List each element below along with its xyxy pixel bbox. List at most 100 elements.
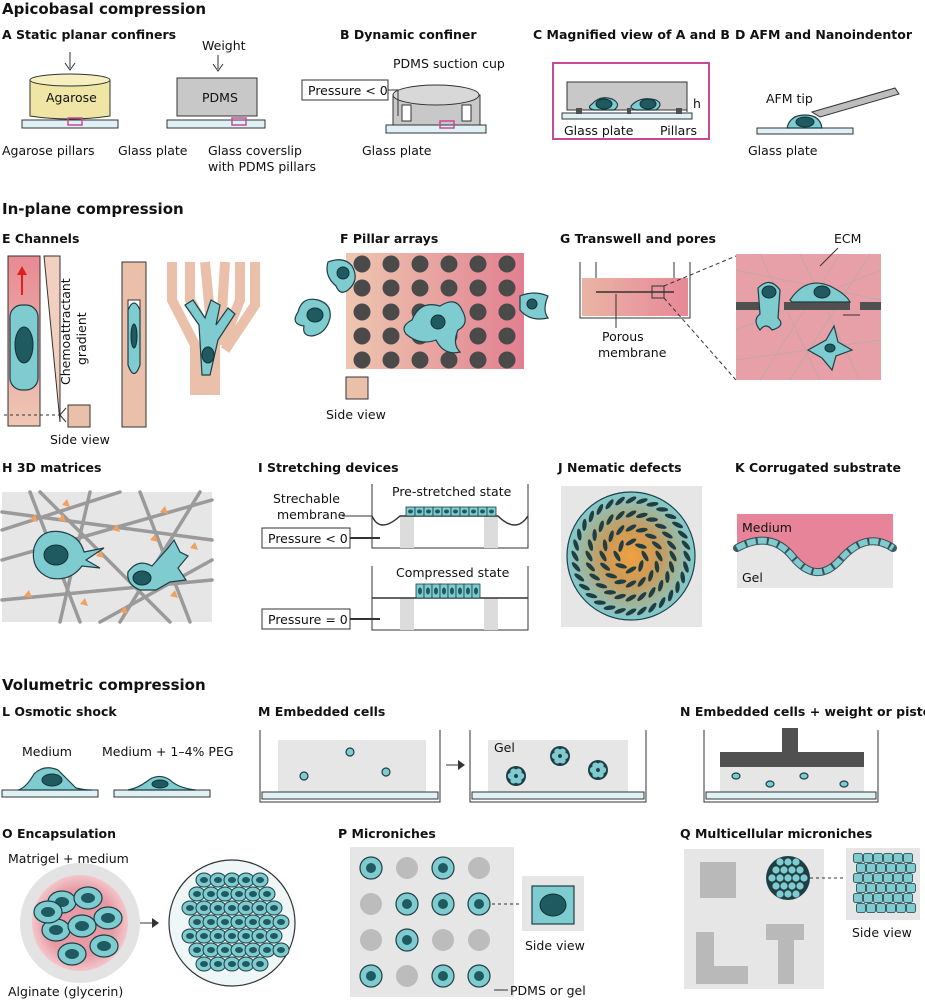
panel-l-title: L Osmotic shock <box>2 704 117 719</box>
cell <box>184 299 236 376</box>
cell <box>856 863 866 873</box>
cell <box>559 748 566 755</box>
empty-niche <box>360 893 382 915</box>
nucleus <box>408 509 413 514</box>
cell <box>792 874 800 882</box>
panel-g-title: G Transwell and pores <box>560 231 716 246</box>
elongated-cell <box>616 525 625 536</box>
pointer-lines <box>59 407 67 423</box>
elongated-cell <box>641 550 649 562</box>
cell <box>592 762 599 769</box>
coverslip-label-2: with PDMS pillars <box>208 159 316 174</box>
red-arrow-head-icon <box>17 266 27 275</box>
nucleus <box>418 587 422 595</box>
elongated-cell <box>625 608 637 616</box>
cell-sheet-compressed <box>415 583 481 599</box>
elongated-cell <box>574 573 585 582</box>
elongated-cell <box>637 576 646 587</box>
cell <box>853 853 863 863</box>
nucleus <box>132 570 152 586</box>
nucleus <box>453 509 458 514</box>
elongated-cell <box>662 531 673 539</box>
pillar <box>440 279 458 297</box>
elongated-cell <box>603 605 616 611</box>
pillar <box>382 279 400 297</box>
panel-b: B Dynamic confiner PDMS suction cup Pres… <box>301 27 505 158</box>
elongated-cell <box>573 539 579 551</box>
suction-cup-pocket-right <box>461 104 472 122</box>
nucleus <box>235 919 243 925</box>
cell <box>866 863 876 873</box>
panel-f: F Pillar arrays Side view <box>294 231 550 422</box>
nematic-disc <box>566 491 696 621</box>
glass-plate-l2 <box>113 789 211 798</box>
cell <box>866 903 876 913</box>
pillar <box>498 255 516 273</box>
alginate-label: Alginate (glycerin) <box>8 984 123 999</box>
pdms-gel-label: PDMS or gel <box>510 983 586 998</box>
cell <box>893 853 903 863</box>
ecm-label: ECM <box>834 231 861 246</box>
nucleus <box>256 905 264 911</box>
nucleus <box>242 933 250 939</box>
nucleus <box>813 285 831 299</box>
nucleus <box>221 919 229 925</box>
pillar <box>440 255 458 273</box>
nucleus <box>249 891 257 897</box>
nucleus <box>193 919 201 925</box>
glass-plate-a2 <box>166 119 266 129</box>
cell <box>776 858 784 866</box>
elongated-cell <box>599 550 607 562</box>
elongated-cell <box>656 507 669 512</box>
elongated-cell <box>625 510 637 518</box>
pillar <box>498 327 516 345</box>
panel-j: J Nematic defects <box>557 460 702 627</box>
elongated-cell <box>636 512 648 519</box>
nucleus <box>489 509 494 514</box>
pillar <box>469 255 487 273</box>
elongated-cell <box>675 581 680 594</box>
cell <box>510 768 517 775</box>
elongated-cell <box>680 571 686 584</box>
nucleus <box>256 961 264 967</box>
side-view-square <box>67 404 91 428</box>
cell <box>906 863 916 873</box>
pillar <box>676 108 682 114</box>
elongated-cell <box>654 560 660 573</box>
elongated-cell <box>651 541 662 550</box>
cell <box>731 772 741 780</box>
side-view-label-f: Side view <box>326 407 386 422</box>
nucleus <box>207 891 215 897</box>
glass-plate <box>471 791 645 800</box>
cell <box>780 866 788 874</box>
elongated-cell <box>615 496 625 506</box>
cell <box>866 883 876 893</box>
weight-label: Weight <box>202 38 246 53</box>
elongated-cell <box>648 602 657 613</box>
agarose-label: Agarose <box>46 90 97 105</box>
cell <box>886 883 896 893</box>
elongated-cell <box>681 540 691 550</box>
section-title-apicobasal: Apicobasal compression <box>2 0 206 18</box>
nucleus <box>263 891 271 897</box>
elongated-cell <box>672 521 684 529</box>
empty-niche <box>360 929 382 951</box>
cell <box>776 890 784 898</box>
glass-plate-l1 <box>1 789 99 798</box>
side-view-label-q: Side view <box>852 925 912 940</box>
pillar <box>353 255 371 273</box>
nucleus <box>466 587 470 595</box>
panel-p-title: P Microniches <box>338 826 436 841</box>
pillar <box>411 279 429 297</box>
cell <box>554 748 561 755</box>
panel-c: C Magnified view of A and B h Glass plat… <box>533 27 730 140</box>
round-niche-cells <box>768 858 808 898</box>
panel-f-title: F Pillar arrays <box>340 231 438 246</box>
nucleus <box>277 919 285 925</box>
cell <box>839 780 849 788</box>
elongated-cell <box>648 587 656 598</box>
cell <box>32 530 105 580</box>
nucleus <box>43 544 69 566</box>
cell <box>799 772 809 780</box>
elongated-cell <box>625 496 637 504</box>
